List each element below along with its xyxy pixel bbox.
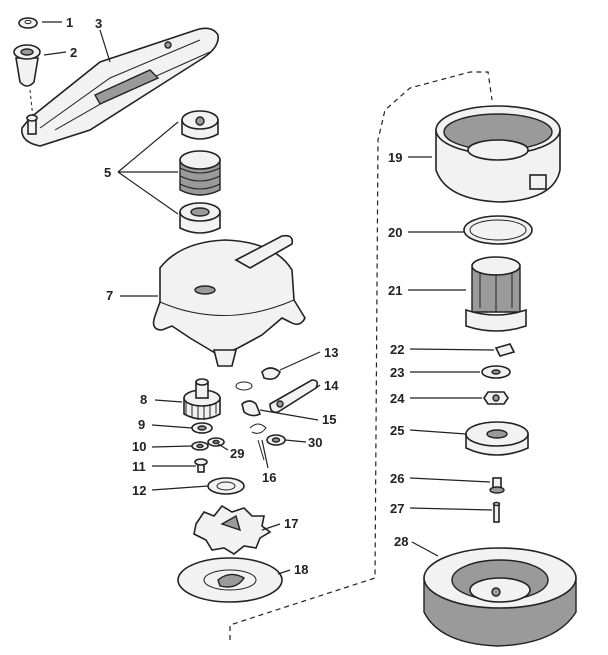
part-2-knob	[13, 44, 41, 119]
part-11-screw	[194, 458, 208, 473]
callout-11: 11	[132, 459, 146, 474]
part-3-handle-lever	[21, 27, 219, 147]
callout-20: 20	[388, 225, 402, 240]
callout-25: 25	[390, 423, 404, 438]
callout-30: 30	[308, 435, 322, 450]
part-28-base-ring	[423, 547, 577, 647]
part-16-retainer	[249, 423, 267, 461]
part-15-spring-clip	[241, 400, 262, 417]
callout-27: 27	[390, 501, 404, 516]
part-7-housing	[152, 234, 306, 367]
part-18-disc	[177, 557, 283, 603]
callout-19: 19	[388, 150, 402, 165]
leader-lines	[42, 21, 495, 575]
part-1-washer	[18, 17, 38, 29]
callout-8: 8	[140, 392, 147, 407]
callout-2: 2	[70, 45, 77, 60]
callout-18: 18	[294, 562, 308, 577]
callout-12: 12	[132, 483, 146, 498]
callout-13: 13	[324, 345, 338, 360]
callout-7: 7	[106, 288, 113, 303]
callout-29: 29	[230, 446, 244, 461]
callout-26: 26	[390, 471, 404, 486]
callout-3: 3	[95, 16, 102, 31]
part-5-lower-sleeve	[179, 202, 221, 234]
callout-15: 15	[322, 412, 336, 427]
callout-22: 22	[390, 342, 404, 357]
callout-10: 10	[132, 439, 146, 454]
callout-23: 23	[390, 365, 404, 380]
callout-17: 17	[284, 516, 298, 531]
part-8-pinion-gear	[183, 378, 221, 420]
callout-labels: 1 2 3 5 7 8 9 10 11 12 13 14 15 16 17 18…	[66, 15, 408, 577]
part-13-clip	[235, 367, 281, 391]
part-27-pin	[492, 501, 501, 523]
part-5-spring	[179, 150, 221, 196]
part-14-latch-arm	[269, 379, 319, 414]
part-10-washer	[191, 441, 209, 451]
part-23-washer	[481, 365, 511, 379]
callout-16: 16	[262, 470, 276, 485]
part-9-washer	[191, 422, 213, 434]
part-17-cutter-blade	[193, 504, 272, 555]
callout-5: 5	[104, 165, 111, 180]
part-22-key	[494, 343, 516, 357]
callout-21: 21	[388, 283, 402, 298]
part-19-bowl-ring	[435, 105, 561, 203]
callout-1: 1	[66, 15, 73, 30]
part-5-upper-sleeve	[181, 110, 219, 140]
part-25-hub	[465, 421, 529, 456]
part-12-ring	[207, 477, 245, 495]
part-26-bolt	[489, 477, 505, 494]
callout-14: 14	[324, 378, 339, 393]
callout-9: 9	[138, 417, 145, 432]
callout-28: 28	[394, 534, 408, 549]
part-21-shaft-housing	[465, 256, 527, 332]
part-30-washer	[266, 434, 286, 446]
callout-24: 24	[390, 391, 405, 406]
part-29-washer	[207, 437, 225, 447]
part-20-gasket	[463, 215, 533, 245]
part-24-nut	[483, 391, 509, 405]
assembly-dashed-line	[229, 71, 493, 640]
